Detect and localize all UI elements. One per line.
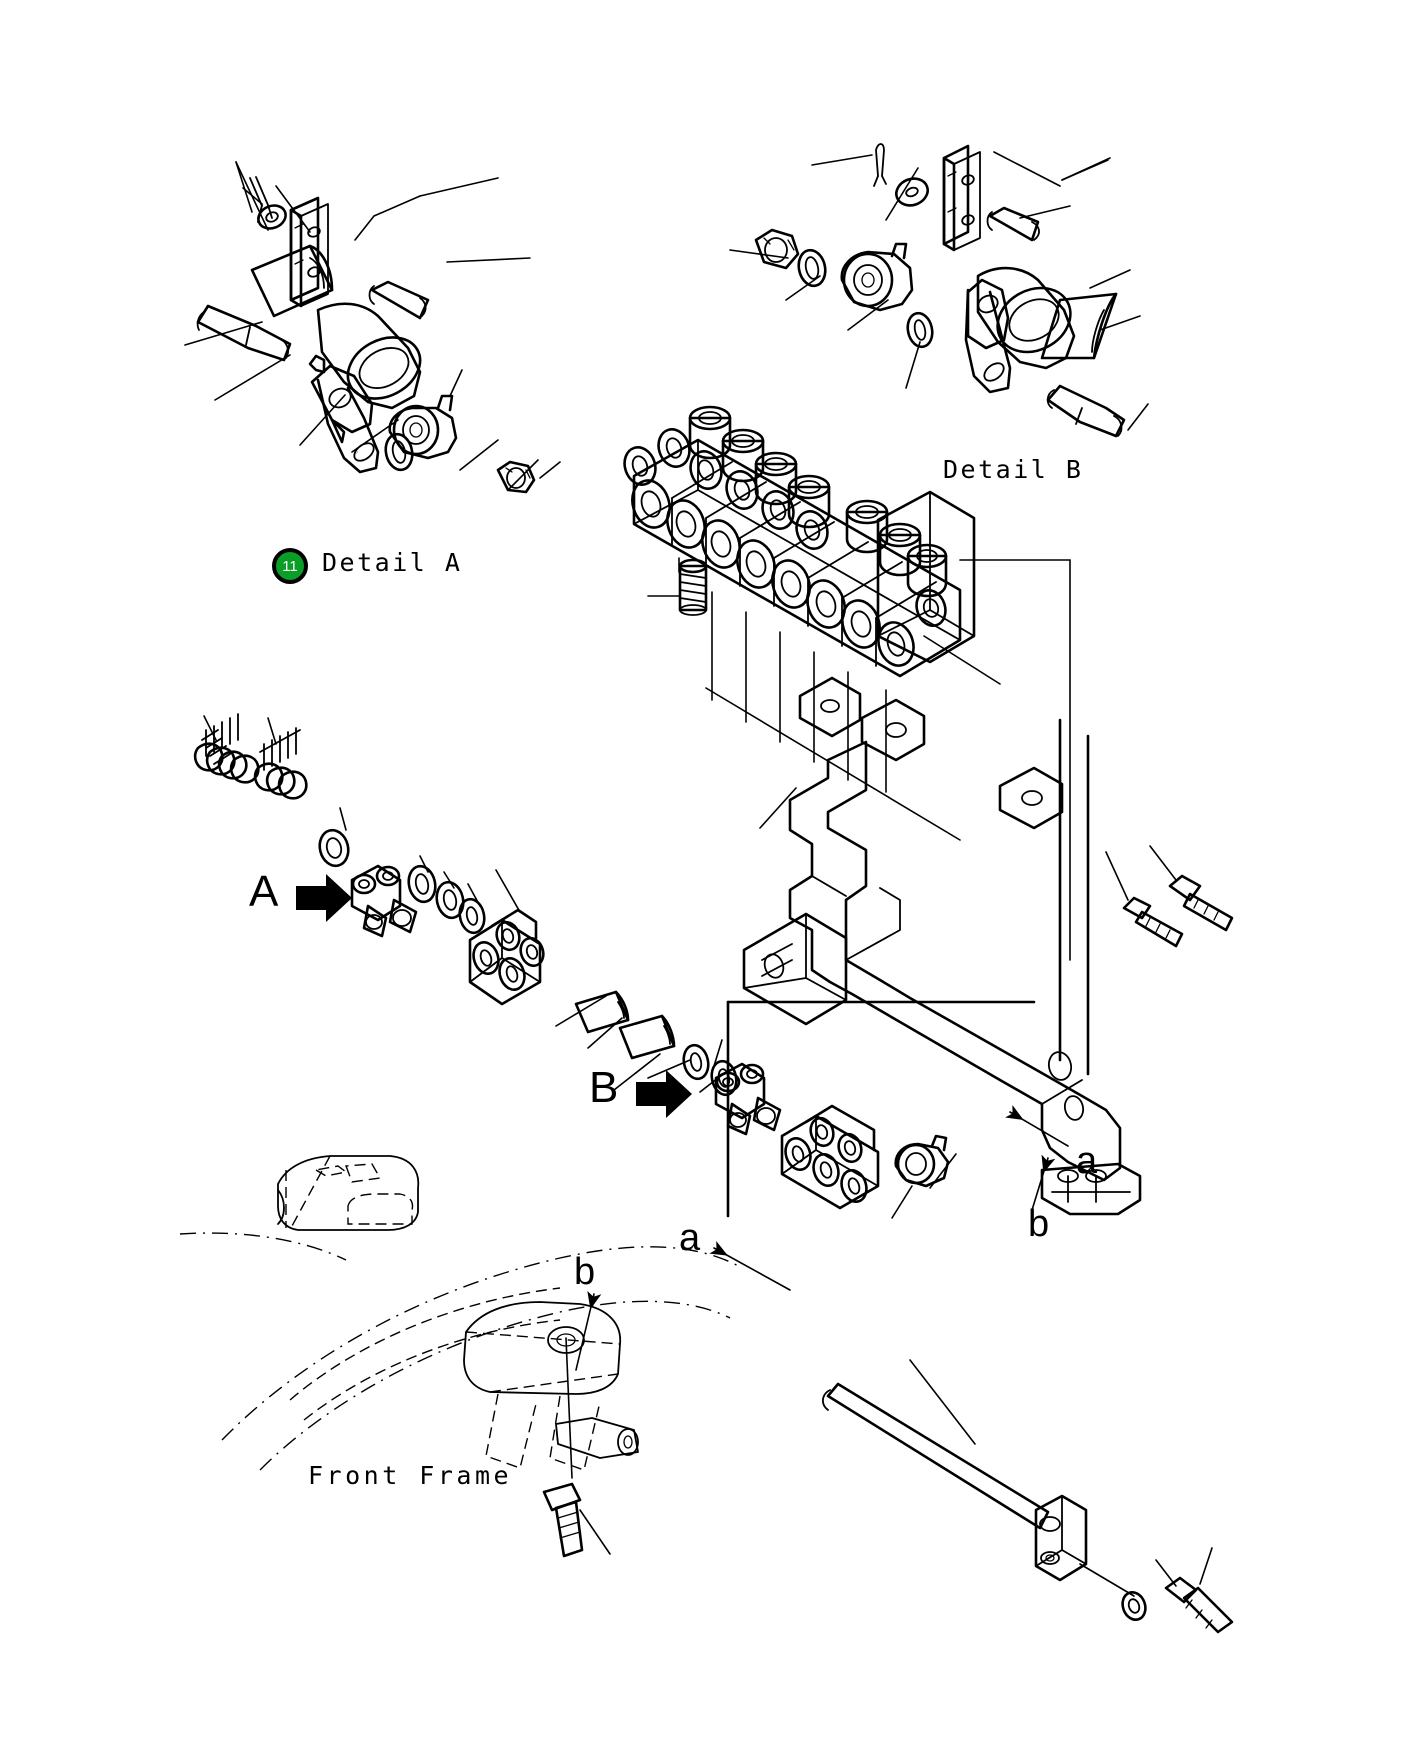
section-b-arrow <box>636 1070 692 1118</box>
detail-a-label: Detail A <box>322 548 463 577</box>
hydraulic-valve-bank <box>623 405 1071 961</box>
spring-pack-2 <box>253 727 308 800</box>
valve-cluster-a <box>468 908 545 1006</box>
left-exploded-chain <box>193 713 957 1219</box>
detail-a-assembly <box>184 161 561 494</box>
section-a-marker-label: A <box>249 867 279 916</box>
callout-b-frame-label: b <box>574 1251 596 1293</box>
detail-b-assembly <box>729 143 1149 438</box>
spring-pack-1 <box>193 713 260 784</box>
frame-bolt <box>542 1482 584 1558</box>
tie-rod-bolt <box>1164 1576 1234 1634</box>
detail-b-label: Detail B <box>943 455 1084 484</box>
callout-a-rod-leader <box>709 1241 791 1291</box>
valve-cluster-b <box>780 1104 880 1210</box>
end-fitting <box>894 1134 950 1188</box>
section-a-connector <box>350 864 418 938</box>
section-a-arrow <box>296 874 352 922</box>
front-frame-label: Front Frame <box>308 1461 513 1490</box>
valve-mounting-bracket <box>726 676 1234 1218</box>
front-frame-view <box>179 1155 743 1558</box>
detail-a-badge[interactable]: 11 <box>272 548 308 584</box>
badge-circle-icon <box>272 548 308 584</box>
callout-arrows <box>296 874 1069 1371</box>
callout-a-rod-label: a <box>679 1217 701 1259</box>
callout-a-leader <box>1005 1105 1069 1147</box>
section-b-connector <box>714 1062 782 1136</box>
callout-a-right-label: a <box>1076 1140 1098 1182</box>
bracket-bolt-1 <box>1122 896 1184 948</box>
tie-rod-assembly <box>822 1359 1234 1634</box>
callout-b-right-label: b <box>1028 1203 1050 1245</box>
callout-b-frame-leader <box>575 1290 602 1371</box>
relief-valve-cartridge <box>678 558 708 616</box>
bracket-bolt-2 <box>1168 874 1234 932</box>
callout-b-leader <box>1031 1154 1056 1211</box>
section-b-marker-label: B <box>589 1063 619 1112</box>
